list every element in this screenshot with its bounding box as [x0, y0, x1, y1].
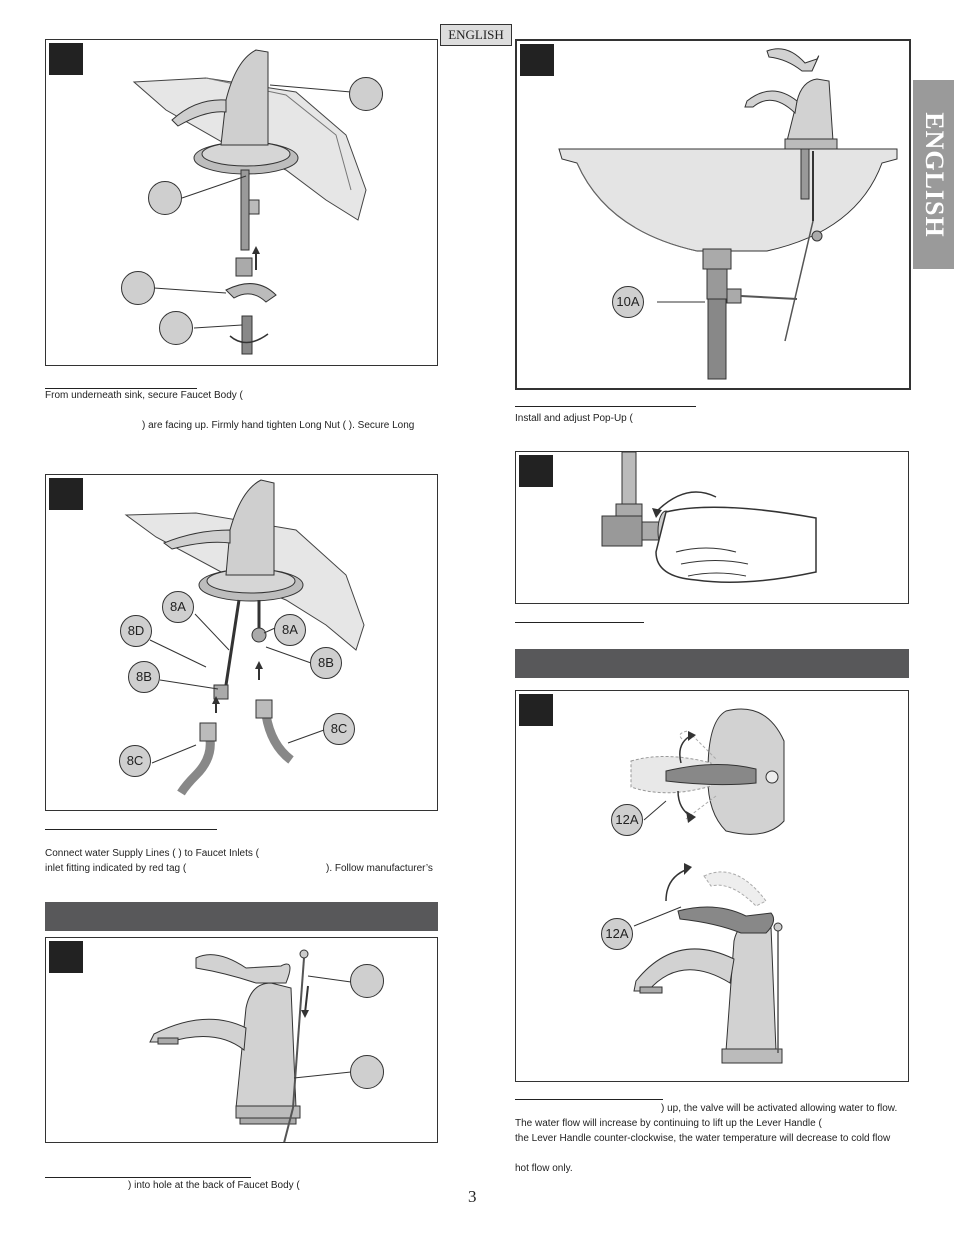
step12-heading-line — [515, 1099, 663, 1100]
step7-text-line2: ) are facing up. Firmly hand tighten Lon… — [142, 420, 415, 431]
step8-text-line2-right: ). Follow manufacturer’s — [326, 863, 433, 874]
step12-text-line4: hot flow only. — [515, 1163, 573, 1174]
lift-rod-illustration — [149, 949, 352, 1142]
step12-text-line1: ) up, the valve will be activated allowi… — [661, 1103, 898, 1114]
step11-heading-line — [515, 622, 644, 623]
step7-number-box — [49, 43, 83, 75]
callout-blank-6 — [350, 1055, 384, 1089]
step12-text-line2: The water flow will increase by continui… — [515, 1118, 822, 1129]
callout-8C-right: 8C — [323, 713, 355, 745]
step11-number-box — [519, 455, 553, 487]
step7-panel — [45, 39, 438, 366]
step9-number-box — [49, 941, 83, 973]
faucet-install-illustration — [132, 49, 367, 355]
page-number: 3 — [468, 1187, 477, 1206]
side-language-tab: ENGLISH — [913, 80, 954, 269]
step10-text-line1: Install and adjust Pop-Up ( — [515, 413, 633, 424]
step12-text-line3: the Lever Handle counter-clockwise, the … — [515, 1133, 891, 1144]
callout-8A-top: 8A — [162, 591, 194, 623]
step7-text-line1: From underneath sink, secure Faucet Body… — [45, 390, 243, 401]
step10-number-box — [520, 44, 554, 76]
language-tab: ENGLISH — [440, 24, 512, 46]
popup-drain-illustration — [558, 48, 898, 380]
callout-10A: 10A — [612, 286, 644, 318]
side-language-label: ENGLISH — [919, 111, 949, 238]
step8-text-line1: Connect water Supply Lines ( ) to Faucet… — [45, 848, 259, 859]
step8-text-line2: inlet fitting indicated by red tag ( — [45, 863, 187, 874]
step10-panel: 10A — [515, 39, 911, 390]
callout-12A-bottom: 12A — [601, 918, 633, 950]
callout-8C-left: 8C — [119, 745, 151, 777]
section-bar-left — [45, 902, 438, 931]
callout-blank-1 — [349, 77, 383, 111]
step10-heading-line — [515, 406, 696, 407]
step8-heading-line — [45, 829, 217, 830]
callout-8A-right: 8A — [274, 614, 306, 646]
supply-valve-hand-illustration — [601, 452, 817, 583]
step9-panel — [45, 937, 438, 1143]
callout-blank-4 — [159, 311, 193, 345]
supply-lines-illustration — [124, 479, 365, 796]
callout-blank-5 — [350, 964, 384, 998]
section-bar-right — [515, 649, 909, 678]
step12-number-box — [519, 694, 553, 726]
callout-8B-left: 8B — [128, 661, 160, 693]
step8-panel: 8A 8D 8A 8B 8B 8C 8C — [45, 474, 438, 811]
step11-panel — [515, 451, 909, 604]
step8-number-box — [49, 478, 83, 510]
step9-heading-line — [45, 1177, 251, 1178]
step7-heading-line — [45, 388, 197, 389]
lever-operation-illustration — [630, 708, 785, 1064]
callout-12A-top: 12A — [611, 804, 643, 836]
callout-blank-3 — [121, 271, 155, 305]
callout-blank-2 — [148, 181, 182, 215]
step9-text-line1: ) into hole at the back of Faucet Body ( — [128, 1180, 300, 1191]
step12-panel: 12A 12A — [515, 690, 909, 1082]
callout-8D: 8D — [120, 615, 152, 647]
callout-8B-right: 8B — [310, 647, 342, 679]
